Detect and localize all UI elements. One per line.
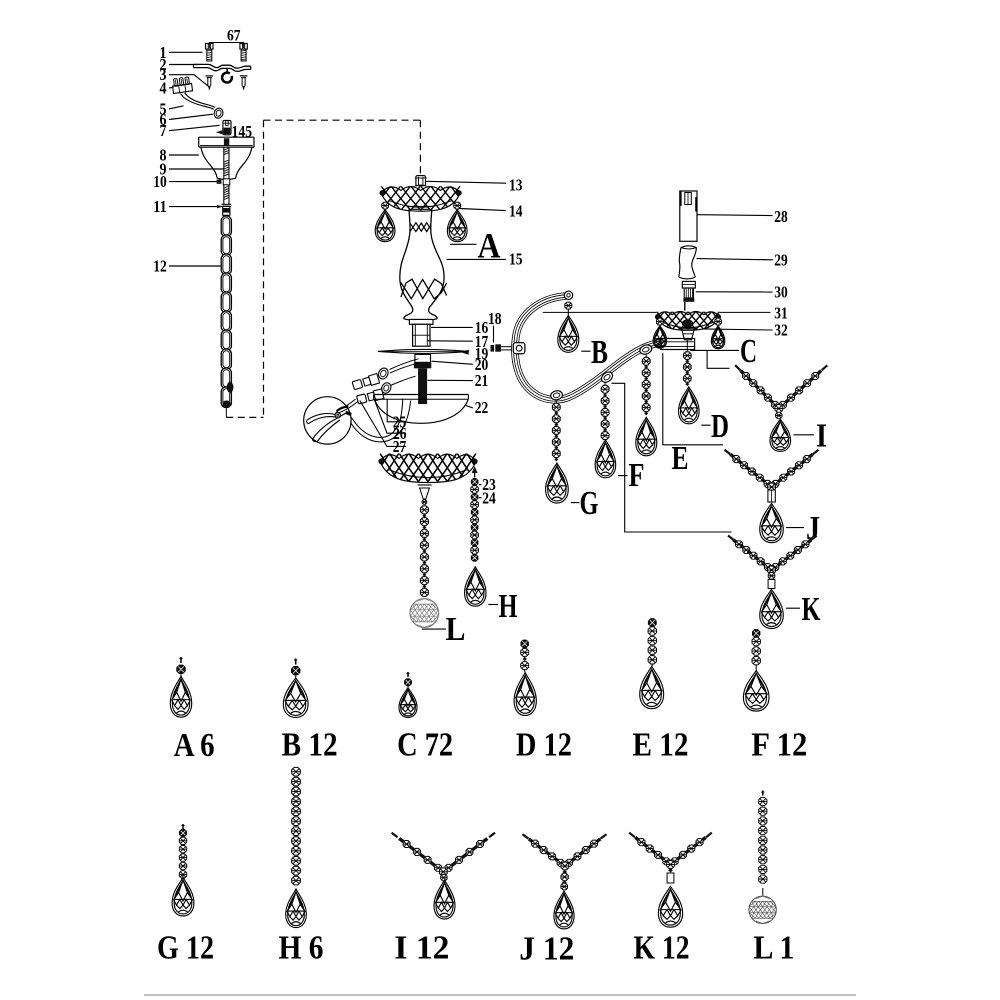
svg-text:67: 67	[227, 27, 241, 44]
svg-text:F: F	[629, 457, 645, 494]
svg-text:24: 24	[482, 488, 496, 507]
svg-text:15: 15	[509, 250, 523, 269]
svg-text:3: 3	[160, 65, 167, 84]
svg-text:1: 1	[160, 43, 167, 62]
svg-text:13: 13	[509, 176, 523, 195]
svg-text:E 12: E 12	[633, 726, 689, 763]
svg-text:A 6: A 6	[174, 727, 215, 764]
svg-text:D: D	[711, 408, 729, 445]
svg-text:L 1: L 1	[753, 929, 794, 966]
svg-text:21: 21	[475, 371, 489, 390]
svg-text:22: 22	[475, 398, 489, 417]
svg-text:10: 10	[153, 172, 167, 191]
svg-text:11: 11	[153, 197, 167, 216]
svg-text:5: 5	[160, 99, 167, 118]
svg-text:C: C	[740, 333, 757, 370]
svg-text:A: A	[478, 225, 501, 265]
svg-text:31: 31	[774, 304, 788, 323]
svg-text:F 12: F 12	[751, 726, 807, 763]
svg-text:2: 2	[160, 55, 167, 74]
svg-text:32: 32	[774, 321, 788, 340]
svg-text:4: 4	[160, 79, 167, 98]
svg-text:23: 23	[482, 475, 496, 494]
svg-text:9: 9	[160, 160, 167, 179]
svg-text:K 12: K 12	[634, 929, 690, 966]
svg-text:17: 17	[475, 332, 489, 351]
svg-text:G: G	[580, 485, 599, 522]
svg-text:B: B	[591, 334, 608, 371]
svg-text:145: 145	[232, 122, 253, 141]
svg-text:6: 6	[160, 110, 167, 129]
svg-text:I: I	[816, 417, 827, 454]
svg-text:19: 19	[475, 344, 489, 363]
svg-text:I 12: I 12	[394, 929, 449, 966]
svg-text:30: 30	[774, 283, 788, 302]
svg-text:B 12: B 12	[282, 726, 338, 763]
svg-text:16: 16	[475, 318, 489, 337]
svg-text:L: L	[446, 611, 466, 648]
svg-text:K: K	[802, 591, 821, 628]
svg-text:27: 27	[393, 437, 407, 456]
svg-text:28: 28	[774, 207, 788, 226]
svg-text:H: H	[499, 588, 518, 625]
svg-text:7: 7	[160, 121, 167, 140]
svg-text:12: 12	[153, 257, 167, 276]
svg-text:29: 29	[774, 250, 788, 269]
svg-text:8: 8	[160, 146, 167, 165]
svg-text:J 12: J 12	[519, 931, 574, 968]
svg-text:E: E	[672, 440, 689, 477]
svg-text:18: 18	[488, 309, 502, 328]
svg-text:20: 20	[475, 355, 489, 374]
svg-text:D 12: D 12	[516, 726, 572, 763]
svg-text:J: J	[806, 510, 820, 547]
svg-text:G 12: G 12	[157, 929, 214, 966]
svg-text:C 72: C 72	[397, 726, 453, 763]
svg-text:14: 14	[509, 201, 523, 220]
svg-text:H 6: H 6	[279, 929, 324, 966]
